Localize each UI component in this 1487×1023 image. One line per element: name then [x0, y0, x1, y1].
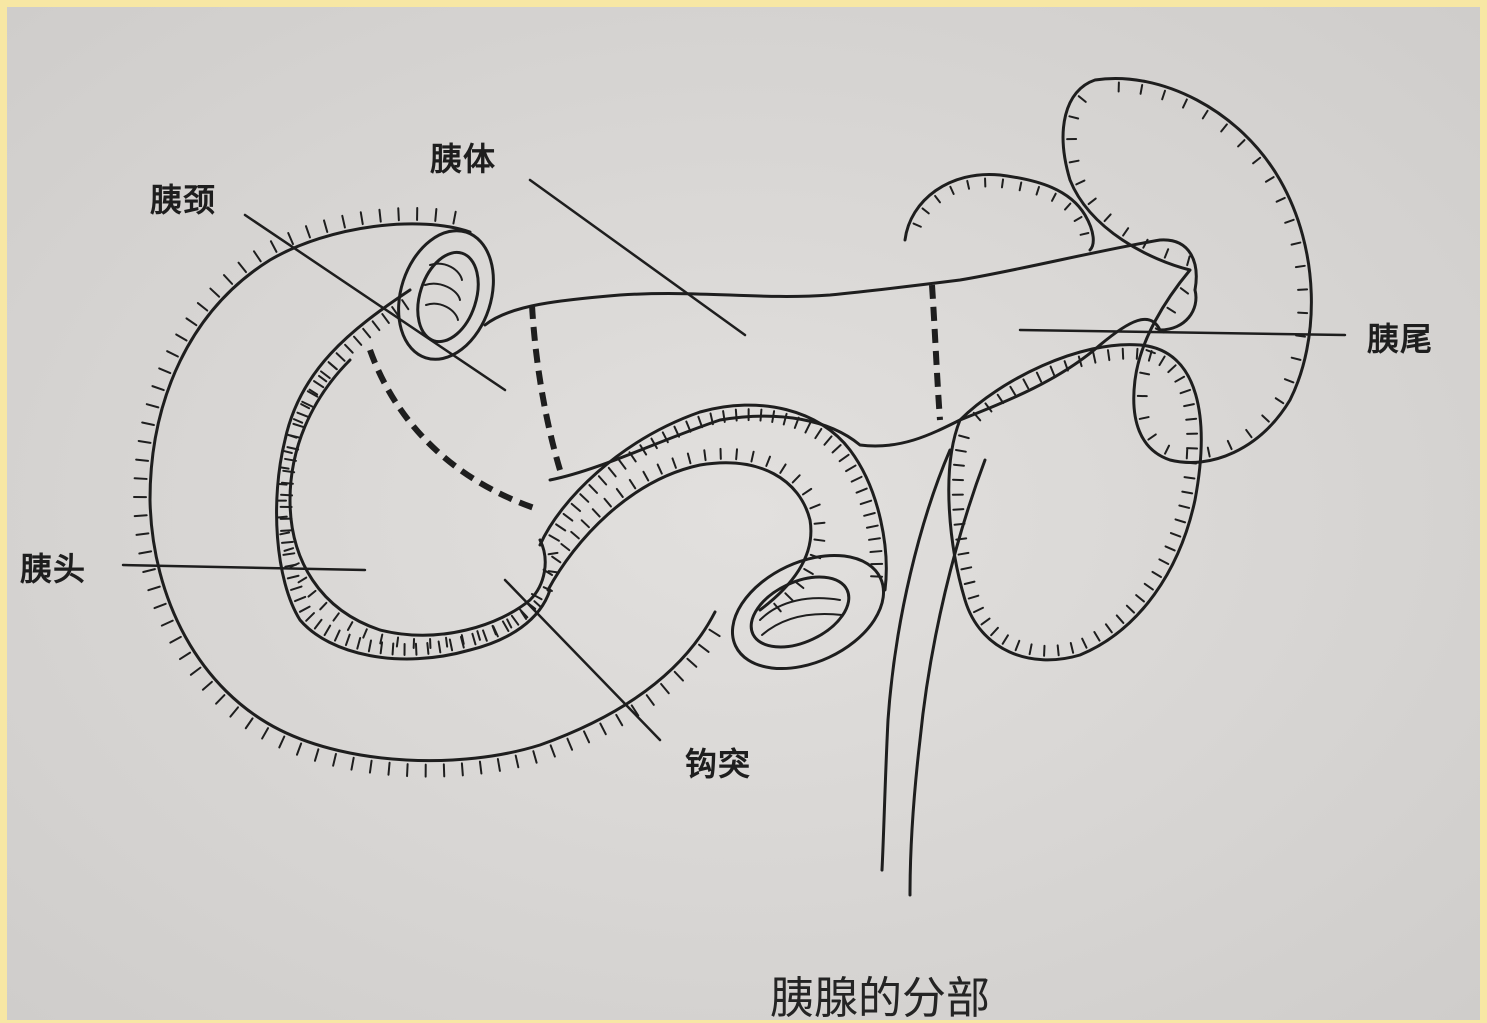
hatch-stroke: [956, 538, 966, 539]
hatch-stroke: [736, 449, 737, 459]
hatch-stroke: [397, 638, 398, 647]
hatch-stroke: [398, 208, 399, 220]
hatch-stroke: [704, 450, 705, 460]
hatch-stroke: [427, 643, 428, 654]
hatch-stroke: [278, 484, 287, 485]
hatch-stroke: [435, 209, 436, 221]
hatch-stroke: [1186, 419, 1196, 420]
hatch-stroke: [815, 523, 825, 524]
hatch-stroke: [281, 530, 292, 531]
hatch-stroke: [281, 495, 292, 496]
hatch-stroke: [379, 210, 380, 222]
hatch-stroke: [549, 571, 558, 572]
label-pancreas-head: 胰头: [20, 544, 86, 590]
hatch-stroke: [1186, 463, 1196, 464]
label-pancreas-tail: 胰尾: [1367, 314, 1433, 360]
label-pancreas-body: 胰体: [430, 134, 496, 180]
hatch-stroke: [760, 410, 761, 421]
hatch-stroke: [136, 460, 148, 461]
hatch-stroke: [1137, 349, 1138, 359]
hatch-stroke: [462, 763, 463, 775]
figure-caption: 胰腺的分部: [770, 962, 990, 1020]
hatch-stroke: [1108, 350, 1109, 360]
hatch-stroke: [549, 553, 558, 554]
hatch-stroke: [1002, 179, 1003, 187]
hatch-stroke: [1058, 645, 1059, 655]
hatch-stroke: [814, 540, 824, 541]
hatch-stroke: [388, 763, 389, 775]
figure-frame: 胰颈 胰体 胰尾 胰头 钩突 胰腺的分部: [7, 7, 1480, 1020]
hatch-stroke: [736, 410, 737, 421]
hatch-stroke: [393, 643, 394, 654]
hatch-stroke: [407, 764, 408, 776]
hatch-stroke: [446, 638, 447, 647]
hatch-stroke: [283, 471, 294, 472]
pancreas-illustration: [7, 7, 1480, 1020]
hatch-stroke: [135, 515, 147, 516]
hatch-stroke: [870, 551, 881, 552]
hatch-stroke: [280, 467, 289, 468]
hatch-stroke: [954, 465, 964, 466]
label-uncinate-process: 钩突: [685, 739, 751, 785]
label-pancreas-neck: 胰颈: [150, 175, 216, 221]
hatch-stroke: [278, 517, 287, 518]
hatch-stroke: [1296, 266, 1305, 267]
hatch-stroke: [282, 542, 293, 543]
hatch-stroke: [1185, 477, 1195, 478]
hatch-stroke: [416, 644, 417, 655]
hatch-stroke: [1296, 335, 1305, 336]
hatch-stroke: [135, 478, 147, 479]
hatch-stroke: [953, 509, 963, 510]
hatch-stroke: [955, 524, 965, 525]
